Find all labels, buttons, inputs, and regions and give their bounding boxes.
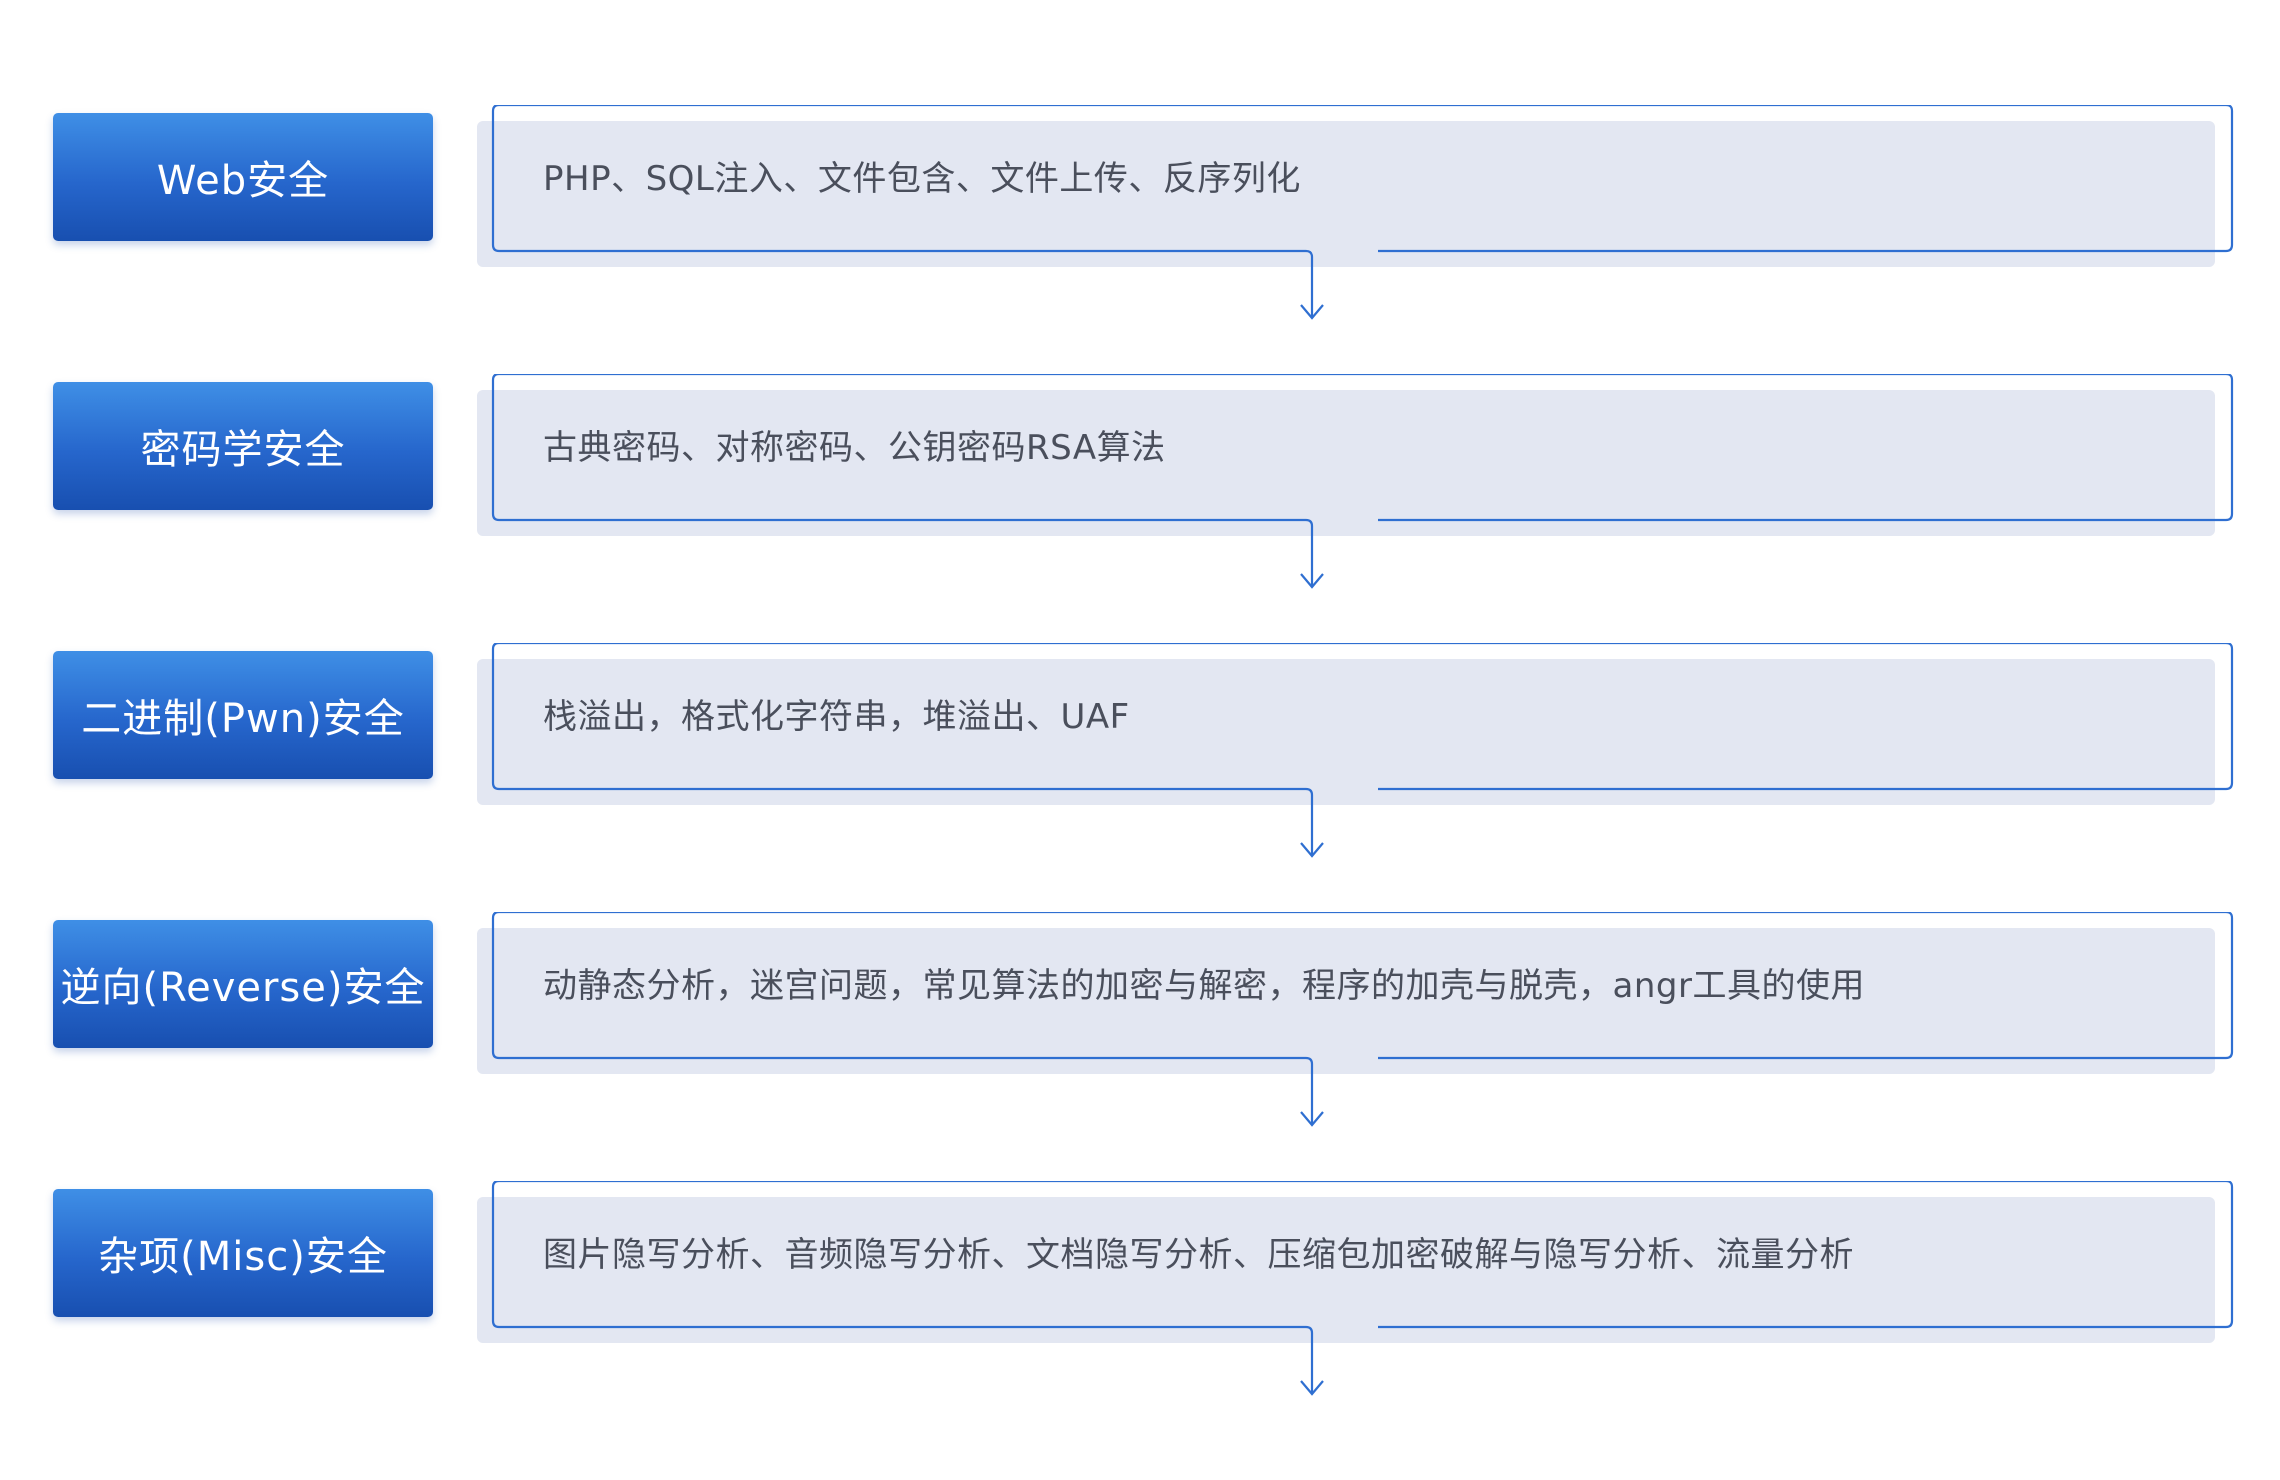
topic-list-crypto: 古典密码、对称密码、公钥密码RSA算法 <box>543 428 1166 468</box>
category-box-reverse: 逆向(Reverse)安全 <box>53 920 433 1048</box>
arrow-down-icon <box>1300 573 1324 589</box>
topic-list-reverse: 动静态分析，迷宫问题，常见算法的加密与解密，程序的加壳与脱壳，angr工具的使用 <box>543 966 1865 1006</box>
topic-list-pwn: 栈溢出，格式化字符串，堆溢出、UAF <box>543 697 1130 737</box>
topic-list-misc: 图片隐写分析、音频隐写分析、文档隐写分析、压缩包加密破解与隐写分析、流量分析 <box>543 1235 1854 1275</box>
category-box-pwn: 二进制(Pwn)安全 <box>53 651 433 779</box>
category-box-crypto: 密码学安全 <box>53 382 433 510</box>
flow-row-misc: 杂项(Misc)安全 图片隐写分析、音频隐写分析、文档隐写分析、压缩包加密破解与… <box>0 1181 2280 1451</box>
flow-row-reverse: 逆向(Reverse)安全 动静态分析，迷宫问题，常见算法的加密与解密，程序的加… <box>0 912 2280 1182</box>
arrow-down-icon <box>1300 1111 1324 1127</box>
arrow-down-icon <box>1300 1380 1324 1396</box>
flow-row-web: Web安全 PHP、SQL注入、文件包含、文件上传、反序列化 <box>0 105 2280 375</box>
category-box-misc: 杂项(Misc)安全 <box>53 1189 433 1317</box>
flow-row-crypto: 密码学安全 古典密码、对称密码、公钥密码RSA算法 <box>0 374 2280 644</box>
arrow-down-icon <box>1300 842 1324 858</box>
arrow-down-icon <box>1300 304 1324 320</box>
category-box-web: Web安全 <box>53 113 433 241</box>
flow-row-pwn: 二进制(Pwn)安全 栈溢出，格式化字符串，堆溢出、UAF <box>0 643 2280 913</box>
topic-list-web: PHP、SQL注入、文件包含、文件上传、反序列化 <box>543 159 1301 199</box>
